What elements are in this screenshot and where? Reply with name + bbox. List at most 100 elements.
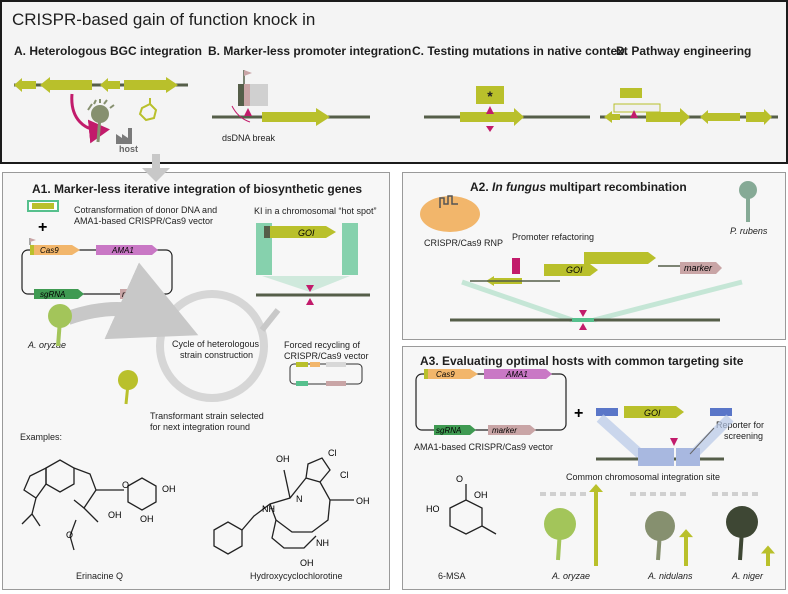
recycled-vector	[289, 362, 363, 386]
a1-panel	[2, 172, 390, 590]
cotransformation-line-1: Cotransformation of donor DNA and	[74, 205, 218, 215]
sgrna-gene	[34, 289, 84, 299]
section-a-title: A. Heterologous BGC integration	[14, 44, 203, 58]
a2-italic: In fungus	[492, 180, 547, 194]
hc-n-label: N	[296, 494, 303, 504]
growth-arrowhead-a_nidulans	[679, 529, 693, 538]
cycle-line-2: strain construction	[180, 350, 254, 360]
erinacine-q-structure	[21, 459, 157, 551]
section-b-title: B. Marker-less promoter integration	[208, 44, 412, 58]
plus-icon: +	[38, 219, 47, 236]
mutation-star: *	[487, 88, 493, 104]
host-niger-label: A. niger	[732, 571, 764, 581]
a-oryzae-label-a1: A. oryzae	[28, 340, 67, 350]
gene-arrow	[124, 77, 178, 93]
erinacine-oh-label-2: OH	[140, 514, 154, 524]
common-site-label: Common chromosomal integration site	[566, 472, 721, 482]
multipart-recombination: GOI marker	[450, 252, 743, 330]
ki-hotspot-label: KI in a chromosomal “hot spot”	[254, 206, 377, 216]
marker-label-a2: marker	[684, 263, 713, 273]
gene-arrow	[100, 78, 120, 92]
msa-ho-label: HO	[426, 504, 440, 514]
ama1-label-a3: AMA1	[505, 370, 528, 379]
hc-nh-label-2: NH	[316, 538, 329, 548]
6-msa-structure	[449, 484, 497, 535]
marker-label-a3: marker	[492, 426, 517, 435]
promoter-flag-icon	[244, 70, 252, 76]
hydroxycyclochlorotine-label: Hydroxycyclochlorotine	[250, 571, 343, 581]
hc-cl-label-2: Cl	[340, 470, 349, 480]
hc-cl-label-1: Cl	[328, 448, 337, 458]
host-fungus-niger	[726, 506, 758, 561]
goi-label-a3: GOI	[644, 408, 661, 418]
hc-oh-label-2: OH	[356, 496, 370, 506]
gene-arrow	[746, 109, 772, 125]
goi-label-a1: GOI	[298, 228, 315, 238]
goi-label-a2: GOI	[566, 265, 583, 275]
ama1-label: AMA1	[111, 246, 134, 255]
section-d-title: D. Pathway engineering	[616, 44, 752, 58]
host-factory-icon	[116, 128, 132, 144]
gene-arrow	[262, 108, 330, 126]
cas9-gene	[34, 245, 80, 255]
erinacine-oh-label-1: OH	[162, 484, 176, 494]
crispr-vector-a1: Cas9 AMA1 sgRNA marker	[21, 238, 173, 299]
host-nidulans-label: A. nidulans	[648, 571, 693, 581]
cut-site-icon	[244, 108, 252, 116]
host-fungus-oryzae	[544, 508, 576, 561]
crispr-vector-a3: Cas9 AMA1 sgRNA marker	[415, 369, 567, 435]
crispr-rnp-label: CRISPR/Cas9 RNP	[424, 238, 504, 248]
hc-oh-label-1: OH	[276, 454, 290, 464]
plus-icon-a3: +	[574, 405, 583, 422]
gene-arrow	[646, 108, 690, 126]
entry-arrow	[65, 262, 199, 340]
ama1-gene	[96, 245, 158, 255]
host-oryzae-label: A. oryzae	[552, 571, 591, 581]
erinacine-o-label-2: O	[66, 530, 73, 540]
promoter-refactoring-label: Promoter refactoring	[512, 232, 595, 242]
marker-label: marker	[122, 290, 147, 299]
transformant-line-1: Transformant strain selected	[150, 411, 264, 421]
gene-arrow	[700, 110, 740, 124]
section-a2-title: A2. In fungus multipart recombination	[470, 180, 687, 194]
cas9-label-a3: Cas9	[436, 370, 455, 379]
sgrna-label: sgRNA	[40, 290, 65, 299]
host-label: host	[119, 144, 138, 154]
gene-arrow	[460, 108, 524, 126]
pathway-engineering	[600, 88, 778, 126]
erinacine-q-label: Erinacine Q	[76, 571, 124, 581]
a2-suffix: multipart recombination	[546, 180, 687, 194]
section-a3-title: A3. Evaluating optimal hosts with common…	[420, 354, 744, 368]
cycle-line-1: Cycle of heterologous	[172, 339, 260, 349]
host-fungus-nidulans	[645, 511, 675, 561]
common-integration-site: GOI	[596, 406, 734, 466]
reporter-line-2: screening	[724, 431, 764, 441]
sgrna-label-a3: sgRNA	[436, 426, 461, 435]
dsdna-break-label: dsDNA break	[222, 133, 276, 143]
fungus-icon	[87, 99, 115, 143]
donor-dna	[27, 200, 59, 212]
section-c-title: C. Testing mutations in native context	[412, 44, 628, 58]
erinacine-oh-label-3: OH	[108, 510, 122, 520]
a-oryzae-fungus-a1	[48, 304, 72, 347]
hc-nh-label-1: NH	[262, 504, 275, 514]
bgc-cluster	[14, 77, 188, 93]
transformant-fungus	[118, 370, 138, 405]
ama1-vector-label: AMA1-based CRISPR/Cas9 vector	[414, 442, 554, 452]
transformant-line-2: for next integration round	[150, 422, 251, 432]
msa-o-label: O	[456, 474, 463, 484]
reporter-line-1: Reporter for	[716, 420, 765, 430]
cycle-ring	[156, 290, 268, 402]
cut-site-icon	[486, 106, 494, 114]
molecule-icon	[138, 98, 158, 122]
forced-line-2: CRISPR/Cas9 vector	[284, 351, 369, 361]
mutation-testing: *	[424, 86, 590, 132]
p-rubens-fungus	[739, 181, 757, 222]
cut-site-icon	[486, 126, 494, 132]
growth-arrowhead-a_niger	[761, 545, 775, 554]
cotransformation-line-2: AMA1-based CRISPR/Cas9 vector	[74, 216, 214, 226]
examples-label: Examples:	[20, 432, 63, 442]
crispr-rnp-icon	[420, 195, 480, 232]
ki-hotspot: GOI	[256, 223, 370, 305]
